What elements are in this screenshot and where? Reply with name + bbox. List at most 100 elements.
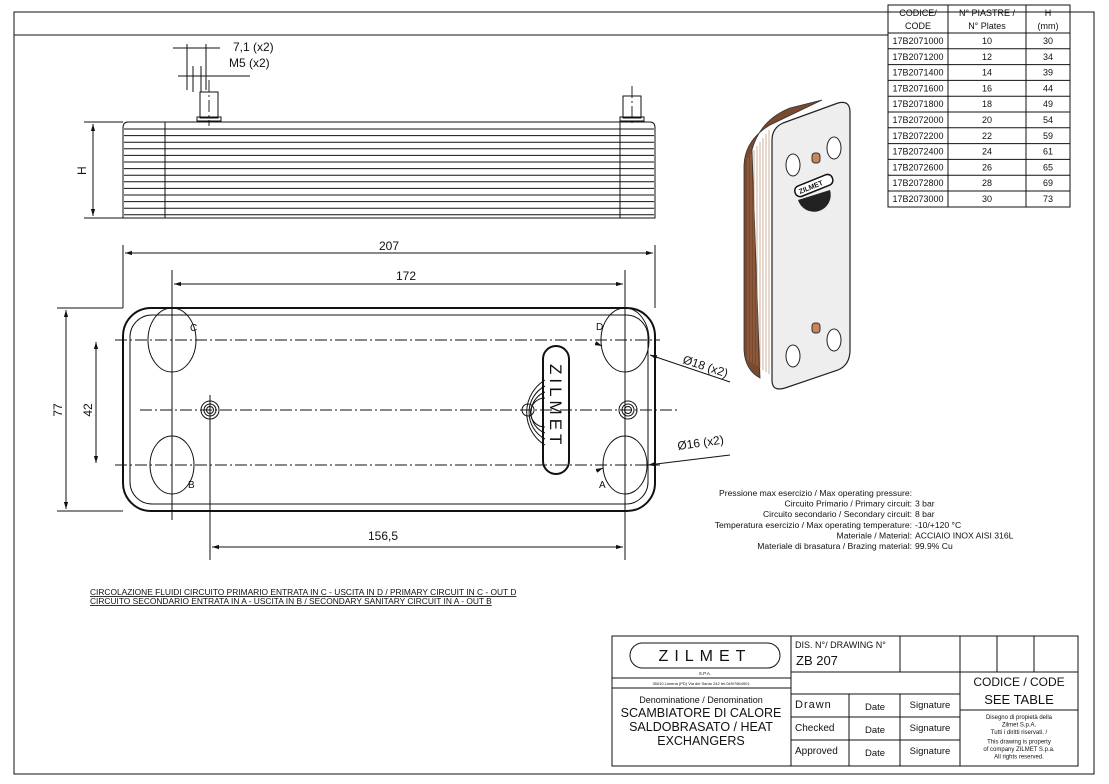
- spec-label: Materiale di brasatura / Brazing materia…: [757, 541, 912, 551]
- property-notice-line: Disegno di propietà della: [986, 715, 1053, 721]
- table-row: 17B2073000 30 73: [892, 194, 1053, 204]
- iso-stud: [811, 152, 821, 164]
- cell-height: 54: [1043, 115, 1053, 125]
- spec-line: Circuito Primario / Primary circuit:3 ba…: [785, 499, 935, 509]
- spec-value: -10/+120 °C: [915, 520, 961, 530]
- code-value: SEE TABLE: [984, 692, 1054, 707]
- port-label-d: D: [596, 322, 603, 333]
- spec-value: 3 bar: [915, 499, 935, 509]
- spec-line: Circuito secondario / Secondary circuit:…: [763, 509, 935, 519]
- cell-plates: 10: [982, 36, 992, 46]
- spec-line: Pressione max esercizio / Max operating …: [719, 488, 912, 498]
- property-notice-line: This drawing is property: [987, 739, 1051, 745]
- company-logo: ZILMET: [659, 648, 752, 665]
- approval-role: Checked: [795, 723, 834, 734]
- dim-77: 77: [51, 403, 65, 417]
- plate-outline: [122, 307, 656, 512]
- cell-plates: 12: [982, 52, 992, 62]
- side-view: 7,1 (x2) M5 (x2) H: [75, 40, 656, 219]
- port-label-c: C: [190, 323, 197, 334]
- drawing-no-label: DIS. N°/ DRAWING N°: [795, 640, 886, 650]
- denomination-label: Denominatione / Denomination: [639, 695, 763, 705]
- spec-label: Circuito secondario / Secondary circuit:: [763, 509, 912, 519]
- zilmet-logo: ZILMET: [521, 345, 570, 475]
- denomination-line-3: EXCHANGERS: [657, 734, 745, 748]
- approval-signature: Signature: [910, 723, 951, 734]
- property-notice-line: of company ZILMET S.p.a.: [983, 747, 1055, 753]
- spec-line: Materiale di brasatura / Brazing materia…: [757, 541, 953, 551]
- cell-height: 69: [1043, 178, 1053, 188]
- title-block: ZILMET S.P.A. 35010 Limena (PD) Via del …: [611, 635, 1079, 767]
- spec-table: CODICE/ CODE N° PIASTRE / N° Plates H (m…: [887, 4, 1071, 208]
- header-plates-en: N° Plates: [968, 21, 1006, 31]
- header-plates: N° PIASTRE /: [959, 8, 1016, 18]
- spec-value: 8 bar: [915, 509, 935, 519]
- cell-plates: 20: [982, 115, 992, 125]
- table-row: 17B2071800 18 49: [892, 99, 1053, 109]
- specifications: Pressione max esercizio / Max operating …: [715, 488, 1014, 551]
- port-b: [149, 435, 195, 495]
- header-h-unit: (mm): [1038, 21, 1059, 31]
- cell-plates: 14: [982, 68, 992, 78]
- cell-height: 39: [1043, 68, 1053, 78]
- approval-date: Date: [865, 748, 885, 759]
- port-c: [147, 307, 197, 373]
- cell-height: 34: [1043, 52, 1053, 62]
- spec-value: 99.9% Cu: [915, 541, 953, 551]
- dim-port-16: Ø16 (x2): [676, 433, 724, 453]
- cell-height: 65: [1043, 162, 1053, 172]
- company-address: 35010 Limena (PD) Via del Santo 242 tel.…: [652, 681, 750, 686]
- cell-height: 73: [1043, 194, 1053, 204]
- denomination-line-2: SALDOBRASATO / HEAT: [629, 720, 773, 734]
- approval-role: Drawn: [795, 699, 832, 711]
- approval-date: Date: [865, 725, 885, 736]
- spec-line: Materiale / Material:ACCIAIO INOX AISI 3…: [837, 530, 1014, 540]
- table-row: 17B2072000 20 54: [892, 115, 1053, 125]
- stud-left-top: [200, 400, 220, 420]
- company-suffix: S.P.A.: [699, 671, 711, 676]
- header-code: CODICE/: [899, 8, 937, 18]
- cell-plates: 18: [982, 99, 992, 109]
- dim-172: 172: [396, 269, 416, 283]
- note-secondary-circuit: CIRCUITO SECONDARIO ENTRATA IN A - USCIT…: [90, 596, 492, 606]
- cell-code: 17B2073000: [892, 194, 943, 204]
- cell-plates: 26: [982, 162, 992, 172]
- cell-plates: 24: [982, 147, 992, 157]
- approval-role: Approved: [795, 746, 838, 757]
- cell-plates: 30: [982, 194, 992, 204]
- approval-signature: Signature: [910, 746, 951, 757]
- port-a: [602, 435, 648, 495]
- cell-height: 44: [1043, 83, 1053, 93]
- drawing-no: ZB 207: [796, 653, 838, 668]
- cell-code: 17B2072800: [892, 178, 943, 188]
- table-row: 17B2071200 12 34: [892, 52, 1053, 62]
- cell-code: 17B2071000: [892, 36, 943, 46]
- approval-signature: Signature: [910, 700, 951, 711]
- table-row: 17B2072400 24 61: [892, 147, 1053, 157]
- cell-code: 17B2071200: [892, 52, 943, 62]
- dim-42: 42: [81, 403, 95, 417]
- cell-height: 49: [1043, 99, 1053, 109]
- port-d: [600, 307, 650, 373]
- stud-right-top: [618, 400, 638, 420]
- cell-code: 17B2071400: [892, 68, 943, 78]
- dim-156-5: 156,5: [368, 529, 398, 543]
- height-dim-label: H: [75, 166, 89, 175]
- thread-dim-label: 7,1 (x2): [233, 40, 274, 54]
- code-label: CODICE / CODE: [973, 675, 1064, 689]
- cell-code: 17B2072400: [892, 147, 943, 157]
- cell-code: 17B2072000: [892, 115, 943, 125]
- spec-label: Pressione max esercizio / Max operating …: [719, 488, 912, 498]
- cell-height: 61: [1043, 147, 1053, 157]
- cell-code: 17B2071800: [892, 99, 943, 109]
- spec-label: Materiale / Material:: [837, 530, 912, 540]
- table-row: 17B2071400 14 39: [892, 68, 1053, 78]
- dim-207: 207: [379, 239, 399, 253]
- spec-value: ACCIAIO INOX AISI 316L: [915, 530, 1014, 540]
- thread-size-label: M5 (x2): [229, 56, 270, 70]
- property-notice-line: Tutti i diritti riservati. /: [991, 730, 1048, 736]
- property-notice-line: Zilmet S.p.A.: [1002, 723, 1037, 729]
